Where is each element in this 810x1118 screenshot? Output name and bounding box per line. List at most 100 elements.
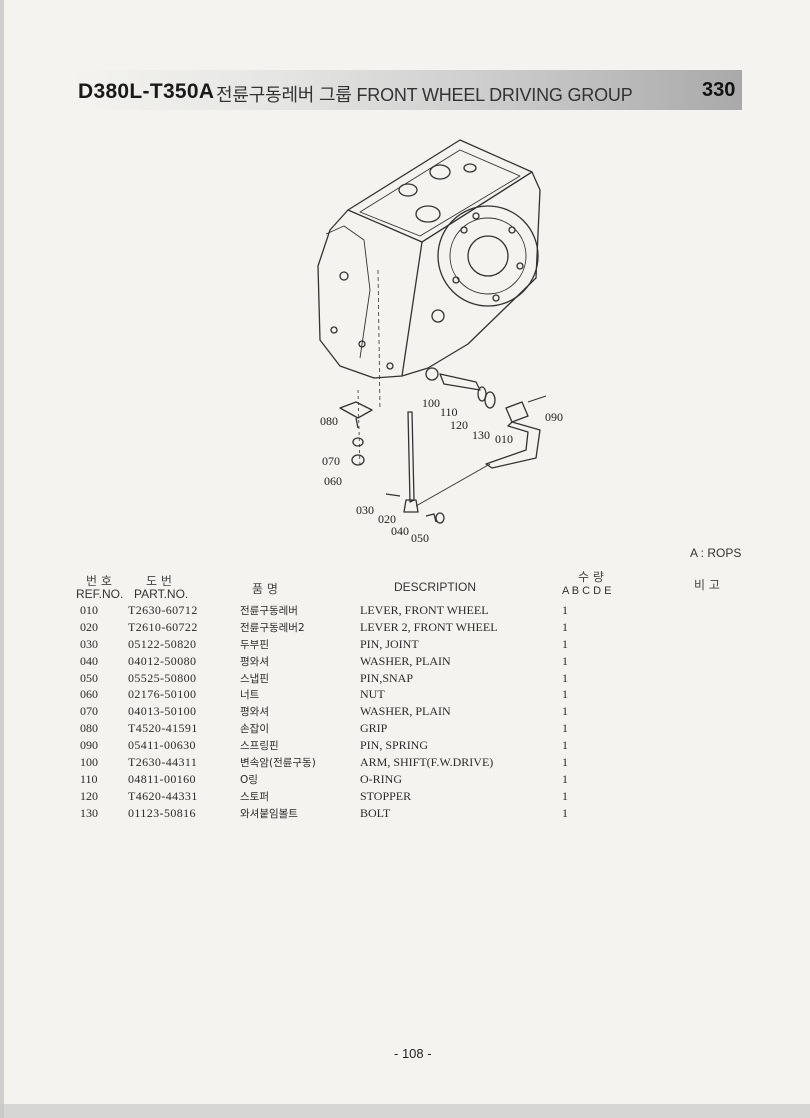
- col-header-part-no: PART.NO.: [134, 587, 189, 601]
- callout-070: 070: [322, 454, 340, 468]
- part-name-kr: 너트: [240, 689, 260, 702]
- ref-no: 090: [80, 738, 98, 753]
- ref-no: 060: [80, 687, 98, 702]
- col-header-description: DESCRIPTION: [394, 580, 477, 594]
- part-no: 05411-00630: [128, 738, 196, 753]
- parts-table: 010 T2630-60712 전륜구동레버 LEVER, FRONT WHEE…: [74, 603, 594, 823]
- col-header-ref-kr: 번 호: [86, 574, 112, 588]
- qty: 1: [562, 755, 568, 770]
- part-no: T4620-44331: [128, 788, 198, 803]
- ref-no: 010: [80, 603, 98, 617]
- part-name-kr: 손잡이: [240, 723, 269, 736]
- table-row: 120 T4620-44331 스토퍼 STOPPER 1: [74, 789, 594, 806]
- qty: 1: [562, 687, 568, 702]
- description: NUT: [360, 687, 385, 702]
- table-row: 070 04013-50100 평와셔 WASHER, PLAIN 1: [74, 704, 594, 721]
- scan-bottom-strip: [0, 1104, 810, 1118]
- part-name-kr: 변속암(전륜구동): [240, 757, 316, 770]
- description: PIN, JOINT: [360, 636, 419, 651]
- part-name-kr: 스냅핀: [240, 672, 269, 685]
- header-page-code: 330: [702, 79, 736, 101]
- description: ARM, SHIFT(F.W.DRIVE): [360, 755, 494, 770]
- table-row: 010 T2630-60712 전륜구동레버 LEVER, FRONT WHEE…: [74, 603, 594, 620]
- col-header-name-kr: 품 명: [252, 582, 278, 596]
- part-name-kr: 스토퍼: [240, 790, 269, 803]
- description: LEVER 2, FRONT WHEEL: [360, 619, 498, 634]
- part-no: 01123-50816: [128, 805, 196, 820]
- table-row: 040 04012-50080 평와셔 WASHER, PLAIN 1: [74, 654, 594, 671]
- table-row: 110 04811-00160 O링 O-RING 1: [74, 772, 594, 789]
- table-row: 080 T4520-41591 손잡이 GRIP 1: [74, 721, 594, 738]
- callout-050: 050: [411, 531, 429, 545]
- ref-no: 030: [80, 636, 98, 651]
- col-header-qty-letters: A B C D E: [562, 585, 612, 597]
- qty: 1: [562, 704, 568, 719]
- ref-no: 110: [80, 771, 98, 786]
- ref-no: 020: [80, 619, 98, 634]
- page-number: - 108 -: [394, 1046, 432, 1061]
- description: BOLT: [360, 805, 391, 820]
- description: PIN,SNAP: [360, 670, 414, 685]
- col-header-ref-no: REF.NO.: [76, 587, 124, 601]
- callout-040: 040: [391, 524, 409, 538]
- qty: 1: [562, 805, 568, 820]
- part-name-kr: 평와셔: [240, 655, 269, 668]
- qty: 1: [562, 619, 568, 634]
- table-row: 060 02176-50100 너트 NUT 1: [74, 687, 594, 704]
- table-row: 020 T2610-60722 전륜구동레버2 LEVER 2, FRONT W…: [74, 620, 594, 637]
- part-name-kr: 스프링핀: [240, 740, 279, 753]
- qty: 1: [562, 603, 568, 617]
- qty: 1: [562, 636, 568, 651]
- ref-no: 100: [80, 755, 98, 770]
- header-model: D380L-T350A: [78, 80, 215, 103]
- part-name-kr: 전륜구동레버2: [240, 621, 305, 634]
- description: PIN, SPRING: [360, 738, 429, 753]
- ref-no: 080: [80, 721, 98, 736]
- callout-060: 060: [324, 474, 342, 488]
- part-no: 04811-00160: [128, 771, 196, 786]
- qty: 1: [562, 788, 568, 803]
- ref-no: 120: [80, 788, 98, 803]
- callout-090: 090: [545, 410, 563, 424]
- part-no: T2610-60722: [128, 619, 198, 634]
- rops-note: A : ROPS: [690, 546, 742, 560]
- part-no: 05525-50800: [128, 670, 197, 685]
- table-row: 090 05411-00630 스프링핀 PIN, SPRING 1: [74, 738, 594, 755]
- part-no: T4520-41591: [128, 721, 198, 736]
- callout-110: 110: [440, 405, 458, 419]
- description: STOPPER: [360, 788, 412, 803]
- description: LEVER, FRONT WHEEL: [360, 603, 489, 617]
- ref-no: 040: [80, 653, 98, 668]
- callout-120: 120: [450, 418, 468, 432]
- part-no: 04013-50100: [128, 704, 197, 719]
- col-header-qty-kr: 수 량: [578, 570, 604, 584]
- col-header-remark-kr: 비 고: [694, 578, 720, 592]
- part-no: 02176-50100: [128, 687, 197, 702]
- table-row: 130 01123-50816 와셔붙임볼트 BOLT 1: [74, 806, 594, 823]
- table-row: 050 05525-50800 스냅핀 PIN,SNAP 1: [74, 671, 594, 688]
- callout-030: 030: [356, 503, 374, 517]
- callout-130: 130: [472, 428, 490, 442]
- ref-no: 130: [80, 805, 98, 820]
- qty: 1: [562, 771, 568, 786]
- exploded-parts-diagram: [317, 139, 547, 524]
- table-row: 100 T2630-44311 변속암(전륜구동) ARM, SHIFT(F.W…: [74, 755, 594, 772]
- callout-100: 100: [422, 396, 440, 410]
- col-header-part-kr: 도 번: [146, 574, 172, 588]
- header-bar: [72, 70, 742, 110]
- description: WASHER, PLAIN: [360, 653, 451, 668]
- qty: 1: [562, 738, 568, 753]
- part-name-kr: 두부핀: [240, 638, 269, 651]
- part-name-kr: 전륜구동레버: [240, 605, 298, 617]
- header-group-title: 전륜구동레버 그룹 FRONT WHEEL DRIVING GROUP: [216, 85, 633, 105]
- qty: 1: [562, 653, 568, 668]
- callout-020: 020: [378, 512, 396, 526]
- description: O-RING: [360, 771, 402, 786]
- part-no: T2630-44311: [128, 755, 198, 770]
- qty: 1: [562, 721, 568, 736]
- table-row: 030 05122-50820 두부핀 PIN, JOINT 1: [74, 637, 594, 654]
- part-name-kr: 평와셔: [240, 706, 269, 719]
- qty: 1: [562, 670, 568, 685]
- part-name-kr: O링: [240, 773, 258, 786]
- description: GRIP: [360, 721, 388, 736]
